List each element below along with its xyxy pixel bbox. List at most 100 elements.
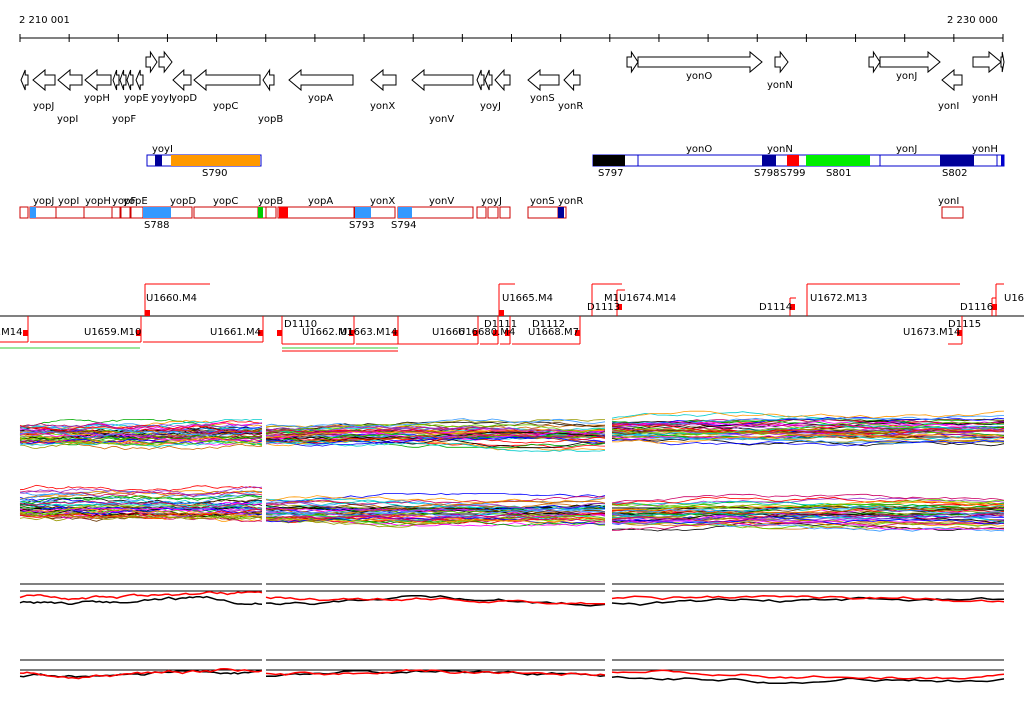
expression-curve — [19, 501, 263, 512]
down-label-U1662.M1[interactable]: U1662.M1 — [302, 327, 353, 338]
expression-curve-alt — [265, 596, 605, 605]
expression-curve — [19, 438, 263, 447]
segment-S798[interactable] — [762, 155, 776, 166]
down-label-D1110[interactable]: D1110 — [284, 319, 317, 330]
segment-label-S799: S799 — [780, 168, 805, 179]
gene-arrow[interactable] — [626, 50, 639, 74]
gene-arrow[interactable] — [879, 50, 941, 74]
gene-arrow[interactable] — [20, 69, 29, 91]
up-label-U167[interactable]: U167 — [1004, 293, 1024, 304]
segment-S793[interactable] — [355, 207, 371, 218]
region-flag — [258, 330, 263, 336]
up-label-U1672.M13[interactable]: U1672.M13 — [810, 293, 867, 304]
gene-arrow[interactable] — [84, 68, 112, 92]
segment-label-S801: S801 — [826, 168, 851, 179]
expression-curve — [611, 416, 1005, 426]
gene-label-yopF[interactable]: yopF — [112, 114, 136, 125]
expression-curve — [265, 504, 606, 514]
gene-arrow[interactable] — [370, 68, 397, 92]
coordinate-ruler: 2 210 001 2 230 000 — [19, 15, 1004, 42]
gene-label-yopC[interactable]: yopC — [213, 101, 238, 112]
gene-label-yonJ[interactable]: yonJ — [896, 71, 917, 82]
gene-label-yopJ[interactable]: yopJ — [33, 101, 54, 112]
down-label-D1111[interactable]: D1111 — [484, 319, 517, 330]
up-overlap-label: M1U1674.M14 — [604, 293, 676, 304]
gene-arrow[interactable] — [119, 69, 127, 91]
down-label-U1673.M14[interactable]: U1673.M14 — [903, 327, 960, 338]
gene-arrow[interactable] — [941, 68, 963, 92]
segment-S797[interactable] — [593, 155, 625, 166]
gene-arrow[interactable] — [135, 69, 144, 91]
gene-arrow[interactable] — [563, 68, 581, 92]
gene-label-yonX[interactable]: yonX — [370, 101, 395, 112]
down-label-U1659.M10[interactable]: U1659.M10 — [84, 327, 141, 338]
gene-arrow[interactable] — [972, 50, 1002, 74]
down-label-M14[interactable]: .M14 — [0, 327, 23, 338]
expression-curve — [19, 500, 263, 512]
up-label-D1114[interactable]: D1114 — [759, 302, 792, 313]
expression-curve — [265, 505, 606, 517]
down-label-U1661.M4[interactable]: U1661.M4 — [210, 327, 261, 338]
up-label-U1660.M4[interactable]: U1660.M4 — [146, 293, 197, 304]
up-label-U1665.M4[interactable]: U1665.M4 — [502, 293, 553, 304]
segment-S788[interactable] — [143, 207, 171, 218]
gene-label-yonS[interactable]: yonS — [530, 93, 555, 104]
expression-curve — [611, 505, 1005, 515]
gene-label-yopH[interactable]: yopH — [84, 93, 110, 104]
gene-label-yopA[interactable]: yopA — [308, 93, 333, 104]
gene-arrow[interactable] — [145, 50, 158, 74]
gene-arrow[interactable] — [57, 68, 83, 92]
gene-arrow[interactable] — [476, 69, 485, 91]
segment-S790[interactable] — [171, 155, 260, 166]
gene-label-yonV[interactable]: yonV — [429, 114, 454, 125]
gene-label-yopB[interactable]: yopB — [258, 114, 283, 125]
expression-curve — [611, 426, 1004, 436]
gene-label-yonO[interactable]: yonO — [686, 71, 712, 82]
up-label-D1113[interactable]: D1113 — [587, 302, 620, 313]
gene-label-yonR[interactable]: yonR — [558, 101, 583, 112]
gene-label-yonI[interactable]: yonI — [938, 101, 959, 112]
down-label-U1668.M7[interactable]: U1668.M7 — [528, 327, 579, 338]
segment-S799[interactable] — [787, 155, 799, 166]
gene-arrow[interactable] — [411, 68, 474, 92]
gene-arrow[interactable] — [637, 50, 763, 74]
expression-curve — [611, 410, 1005, 420]
up-label-D1116[interactable]: D1116 — [960, 302, 993, 313]
gene-arrow[interactable] — [494, 68, 511, 92]
gene-label-yopD[interactable]: yopD — [171, 93, 197, 104]
segment-label-S794: S794 — [391, 220, 416, 231]
down-label-U1666[interactable]: U1666 — [432, 327, 465, 338]
expression-curve — [611, 513, 1005, 524]
expression-curve — [611, 506, 1005, 516]
segment-S794[interactable] — [398, 207, 412, 218]
expression-curve — [611, 520, 1005, 532]
gene-arrow[interactable] — [484, 69, 493, 91]
gene-arrow[interactable] — [868, 50, 881, 74]
gene-label-yoyJ[interactable]: yoyJ — [480, 101, 501, 112]
segment-S801[interactable] — [806, 155, 870, 166]
down-label-U1663.M14[interactable]: U1663.M14 — [340, 327, 397, 338]
gene-arrow[interactable] — [126, 69, 134, 91]
ruler-start-label: 2 210 001 — [19, 15, 70, 26]
gene-arrow[interactable] — [288, 68, 354, 92]
expression-curve — [265, 424, 606, 434]
gene-arrow[interactable] — [1000, 51, 1005, 73]
gene-arrow[interactable] — [193, 68, 261, 92]
gene-arrow[interactable] — [32, 68, 56, 92]
gene-arrow[interactable] — [158, 50, 173, 74]
down-label-D1112[interactable]: D1112 — [532, 319, 565, 330]
expression-curve — [265, 510, 606, 520]
gene-arrow[interactable] — [112, 69, 120, 91]
expression-curve — [611, 498, 1005, 509]
gene-label-yonN[interactable]: yonN — [767, 80, 793, 91]
segment-S802[interactable] — [940, 155, 974, 166]
gene-label-yoyI[interactable]: yoyI — [151, 93, 172, 104]
gene-arrow[interactable] — [172, 68, 192, 92]
down-label-D1115[interactable]: D1115 — [948, 319, 981, 330]
gene-arrow[interactable] — [262, 68, 275, 92]
gene-arrow[interactable] — [774, 50, 789, 74]
gene-label-yonH[interactable]: yonH — [972, 93, 998, 104]
gene-label-yopE[interactable]: yopE — [124, 93, 149, 104]
gene-arrow[interactable] — [527, 68, 560, 92]
gene-label-yopI[interactable]: yopI — [57, 114, 78, 125]
